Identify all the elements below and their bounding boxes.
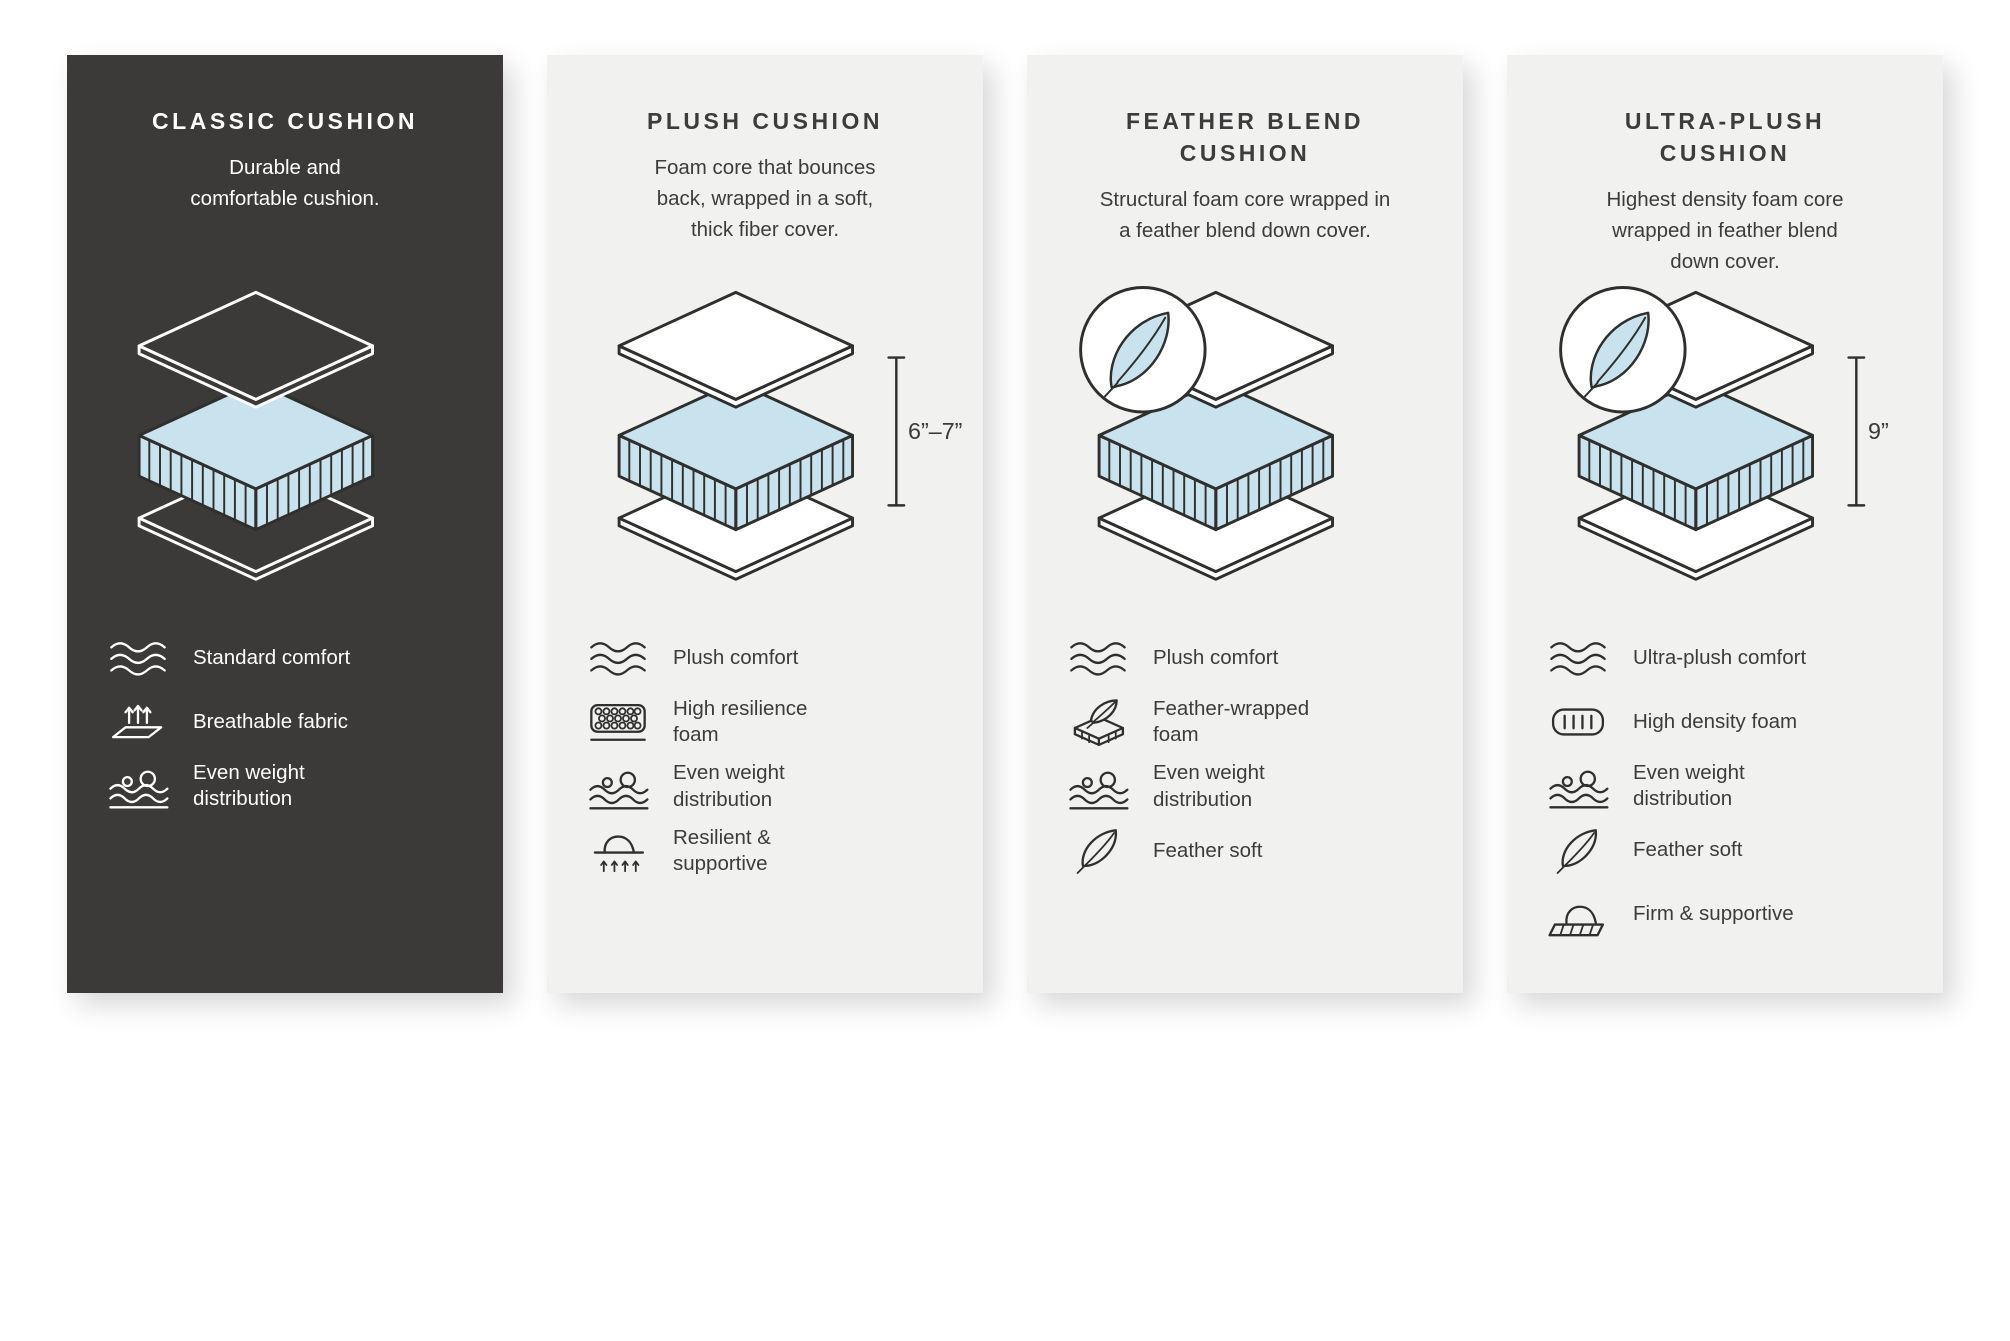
feature-row: Even weight distribution (1059, 760, 1463, 812)
feature-label: Feather soft (1633, 838, 1743, 862)
cushion-comparison-board: CLASSIC CUSHION Durable and comfortable … (67, 55, 1943, 993)
foam-cells-icon (579, 698, 657, 746)
plush-cushion-card: PLUSH CUSHION Foam core that bounces bac… (547, 55, 983, 993)
card-header: CLASSIC CUSHION Durable and comfortable … (67, 105, 503, 270)
feature-list: Plush comfort High resilience foam Even … (547, 632, 983, 877)
card-title: FEATHER BLEND CUSHION (1125, 108, 1364, 167)
card-title: PLUSH CUSHION (647, 108, 883, 134)
feature-row: Breathable fabric (99, 696, 503, 748)
feature-row: High density foam (1539, 696, 1943, 748)
card-header: ULTRA-PLUSH CUSHION Highest density foam… (1507, 105, 1943, 273)
feature-label: Standard comfort (193, 645, 351, 669)
density-foam-icon (1539, 698, 1617, 746)
cushion-diagram (67, 270, 503, 612)
feature-label: Even weight distribution (193, 761, 305, 811)
resilient-icon (579, 825, 657, 877)
feature-row: Feather-wrapped foam (1059, 696, 1463, 748)
dimension-marker: 6”–7” (887, 356, 962, 507)
even-weight-icon (99, 762, 177, 810)
feature-row: Feather soft (1059, 825, 1463, 877)
cushion-diagram: 6”–7” (547, 270, 983, 612)
card-description: Foam core that bounces back, wrapped in … (654, 156, 876, 241)
card-description: Highest density foam core wrapped in fea… (1606, 188, 1844, 273)
classic-cushion-card: CLASSIC CUSHION Durable and comfortable … (67, 55, 503, 993)
firm-icon (1539, 889, 1617, 941)
top-layer (137, 290, 375, 409)
card-header: PLUSH CUSHION Foam core that bounces bac… (547, 105, 983, 270)
dimension-marker: 9” (1847, 356, 1889, 507)
dimension-label: 9” (1868, 418, 1889, 444)
feature-row: Plush comfort (579, 632, 983, 684)
cushion-layers-illustration: 6”–7” (617, 290, 962, 581)
feature-row: Firm & supportive (1539, 888, 1943, 940)
feature-list: Plush comfort Feather-wrapped foam Even … (1027, 632, 1463, 877)
feather-icon (1059, 825, 1137, 877)
feature-row: Feather soft (1539, 824, 1943, 876)
feature-row: Even weight distribution (579, 760, 983, 812)
dimension-label: 6”–7” (908, 418, 962, 444)
cushion-diagram (1027, 270, 1463, 612)
cushion-layers-illustration: 9” (1559, 286, 1889, 581)
feature-label: Even weight distribution (1633, 761, 1745, 811)
feature-label: Resilient & supportive (673, 825, 771, 876)
ultra-plush-cushion-card: ULTRA-PLUSH CUSHION Highest density foam… (1507, 55, 1943, 993)
waves-icon (1539, 634, 1617, 682)
cushion-layers-illustration (1079, 286, 1335, 581)
feather-badge (1559, 286, 1687, 414)
cushion-layers-illustration (137, 290, 375, 581)
feature-row: Plush comfort (1059, 632, 1463, 684)
waves-icon (579, 634, 657, 682)
even-weight-icon (1059, 763, 1137, 811)
feature-list: Ultra-plush comfort High density foam Ev… (1507, 632, 1943, 940)
feature-list: Standard comfort Breathable fabric Even … (67, 632, 503, 812)
feature-label: Ultra-plush comfort (1633, 645, 1807, 669)
feature-label: High density foam (1633, 709, 1798, 733)
even-weight-icon (1539, 762, 1617, 810)
feature-label: High resilience foam (673, 697, 808, 747)
card-title: ULTRA-PLUSH CUSHION (1624, 108, 1826, 167)
feature-label: Feather-wrapped foam (1153, 697, 1310, 747)
feature-row: Standard comfort (99, 632, 503, 684)
feather-icon (1539, 825, 1617, 877)
feature-row: Resilient & supportive (579, 825, 983, 877)
feature-label: Plush comfort (1153, 645, 1279, 669)
feature-label: Feather soft (1153, 838, 1263, 862)
top-layer (617, 290, 855, 409)
feature-row: Ultra-plush comfort (1539, 632, 1943, 684)
card-title: CLASSIC CUSHION (152, 108, 418, 134)
feature-label: Even weight distribution (1153, 761, 1265, 811)
feather-foam-icon (1059, 696, 1137, 748)
even-weight-icon (579, 763, 657, 811)
feature-row: Even weight distribution (99, 760, 503, 812)
card-description: Durable and comfortable cushion. (190, 156, 380, 210)
feature-label: Breathable fabric (193, 709, 348, 733)
card-description: Structural foam core wrapped in a feathe… (1099, 188, 1391, 243)
feature-label: Firm & supportive (1633, 902, 1794, 926)
breathable-icon (99, 698, 177, 746)
feather-blend-cushion-card: FEATHER BLEND CUSHION Structural foam co… (1027, 55, 1463, 993)
waves-icon (99, 634, 177, 682)
cushion-diagram: 9” (1507, 270, 1943, 612)
foam-core-layer (137, 380, 375, 532)
feature-row: Even weight distribution (1539, 760, 1943, 812)
foam-core-layer (617, 380, 855, 532)
feature-row: High resilience foam (579, 696, 983, 748)
waves-icon (1059, 634, 1137, 682)
feature-label: Plush comfort (673, 645, 799, 669)
feature-label: Even weight distribution (673, 761, 785, 811)
card-header: FEATHER BLEND CUSHION Structural foam co… (1027, 105, 1463, 270)
feather-badge (1079, 286, 1207, 414)
